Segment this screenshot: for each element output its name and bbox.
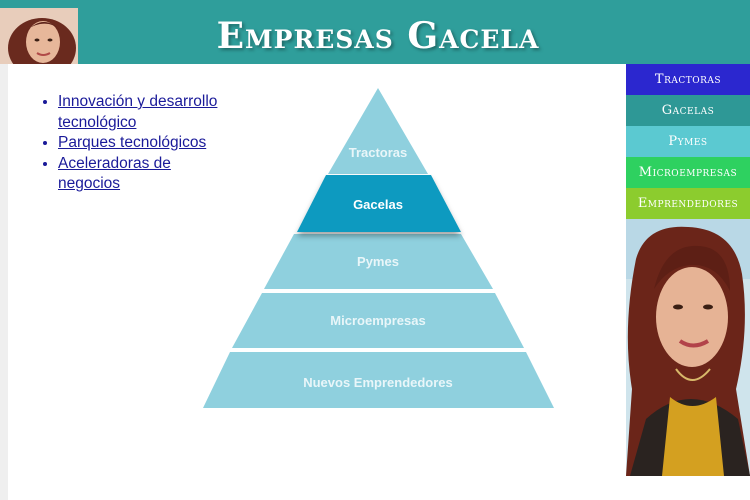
pyramid-label-tractoras: Tractoras	[349, 145, 408, 160]
link-innovacion[interactable]: Innovación y desarrollo tecnológico	[58, 93, 218, 131]
link-list: Innovación y desarrollo tecnológico Parq…	[40, 92, 218, 195]
sidebar-item-gacelas[interactable]: Gacelas	[626, 95, 750, 126]
pyramid-level-microempresas[interactable]	[232, 293, 524, 348]
link-aceleradoras[interactable]: Aceleradoras de negocios	[58, 154, 171, 193]
list-item: Parques tecnológicos	[58, 133, 218, 154]
sidebar-item-microempresas[interactable]: Microempresas	[626, 157, 750, 188]
business-pyramid: Tractoras Pymes Microempresas Nuevos Emp…	[203, 88, 554, 408]
pyramid-label-pymes: Pymes	[357, 254, 399, 269]
pyramid-label-microempresas: Microempresas	[330, 313, 425, 328]
sidebar-item-emprendedores[interactable]: Emprendedores	[626, 188, 750, 219]
pyramid-level-tractoras[interactable]	[328, 88, 428, 174]
left-edge-strip	[0, 64, 8, 500]
sidebar-portrait-photo	[626, 219, 750, 476]
site-title: Empresas Gacela	[216, 15, 540, 57]
pyramid-label-gacelas: Gacelas	[353, 197, 403, 212]
pyramid-level-pymes[interactable]	[264, 234, 493, 289]
list-item: Aceleradoras de negocios	[58, 154, 218, 195]
header-portrait-photo	[0, 8, 78, 64]
pyramid-level-gacelas[interactable]	[297, 175, 461, 232]
sidebar-nav: Tractoras Gacelas Pymes Microempresas Em…	[626, 64, 750, 500]
site-header: Empresas Gacela	[0, 0, 750, 64]
pyramid-level-nuevos-emprendedores[interactable]	[203, 352, 554, 408]
sidebar-item-pymes[interactable]: Pymes	[626, 126, 750, 157]
pyramid-label-nuevos-emprendedores: Nuevos Emprendedores	[303, 375, 453, 390]
link-parques[interactable]: Parques tecnológicos	[58, 134, 207, 151]
list-item: Innovación y desarrollo tecnológico	[58, 92, 218, 133]
sidebar-item-tractoras[interactable]: Tractoras	[626, 64, 750, 95]
